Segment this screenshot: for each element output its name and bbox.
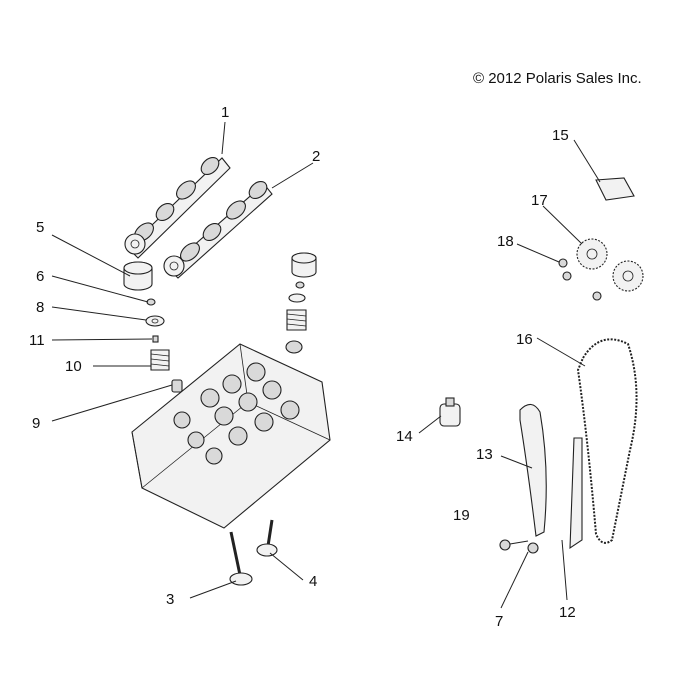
callout-11: 11 xyxy=(29,332,45,349)
callout-16: 16 xyxy=(516,331,533,348)
callout-7: 7 xyxy=(495,613,503,630)
sprocket-bolts[interactable] xyxy=(558,258,602,301)
valve-shim-right[interactable] xyxy=(295,281,305,289)
camshaft-intake[interactable] xyxy=(124,154,231,259)
valve-keeper[interactable] xyxy=(152,335,159,343)
cam-sprocket-intake[interactable] xyxy=(576,238,608,270)
intake-valve[interactable] xyxy=(229,531,253,586)
callout-9: 9 xyxy=(32,415,40,432)
guide-pivot-bolt[interactable] xyxy=(527,542,539,554)
chain-guide-tensioner-side[interactable] xyxy=(519,403,547,537)
callout-8: 8 xyxy=(36,299,44,316)
callout-6: 6 xyxy=(36,268,44,285)
valve-seal-right[interactable] xyxy=(285,340,303,354)
camshaft-exhaust[interactable] xyxy=(163,178,273,279)
exhaust-valve[interactable] xyxy=(256,519,278,557)
callout-12: 12 xyxy=(559,604,576,621)
callout-15: 15 xyxy=(552,127,569,144)
valve-stem-seal[interactable] xyxy=(171,379,183,393)
callout-1: 1 xyxy=(221,104,229,121)
callout-labels: 1 2 3 4 5 6 7 8 9 10 11 12 13 14 15 16 1… xyxy=(29,104,576,630)
callout-4: 4 xyxy=(309,573,317,590)
leader-lines xyxy=(51,121,601,609)
callout-17: 17 xyxy=(531,192,548,209)
valve-spring-left[interactable] xyxy=(150,349,170,371)
valve-shim[interactable] xyxy=(146,298,156,306)
callout-14: 14 xyxy=(396,428,413,445)
valve-tappet-right[interactable] xyxy=(291,252,317,278)
guide-bolt[interactable] xyxy=(499,539,529,551)
cam-chain[interactable] xyxy=(576,338,638,544)
valve-spring-right[interactable] xyxy=(286,309,307,331)
cam-chain-tensioner[interactable] xyxy=(439,397,461,427)
cylinder-head[interactable] xyxy=(131,343,331,529)
spring-retainer-right[interactable] xyxy=(288,293,306,303)
callout-10: 10 xyxy=(65,358,82,375)
cam-sprocket-exhaust[interactable] xyxy=(612,260,644,292)
callout-13: 13 xyxy=(476,446,493,463)
callout-19: 19 xyxy=(453,507,470,524)
callout-2: 2 xyxy=(312,148,320,165)
callout-18: 18 xyxy=(497,233,514,250)
valve-tappet-left[interactable] xyxy=(123,261,153,291)
chain-guide-fixed[interactable] xyxy=(569,437,583,550)
spring-retainer[interactable] xyxy=(145,315,165,327)
callout-5: 5 xyxy=(36,219,44,236)
chain-guide-upper[interactable] xyxy=(595,177,635,201)
callout-3: 3 xyxy=(166,591,174,608)
copyright-notice: © 2012 Polaris Sales Inc. xyxy=(473,70,642,87)
